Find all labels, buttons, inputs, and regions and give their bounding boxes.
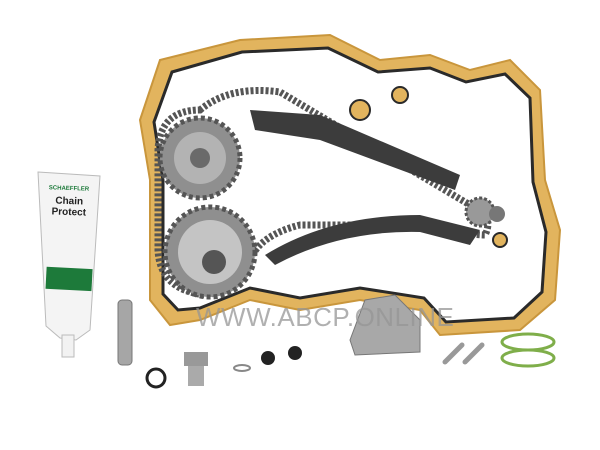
dowel-pin-2	[462, 342, 485, 365]
tube-product-label: Chain Protect	[42, 195, 97, 219]
chain-guide-lower	[265, 215, 480, 265]
watermark: WWW.ABCP.ONLINE	[196, 302, 455, 332]
screw-plug	[184, 352, 208, 386]
o-ring-small	[145, 367, 167, 389]
guide-pin	[117, 299, 133, 366]
dowel-pin-1	[442, 342, 465, 365]
camshaft-adjuster-lower	[162, 204, 258, 300]
chain-tensioner	[349, 294, 421, 356]
chain-guide-upper	[250, 110, 460, 190]
seal-ring-1	[261, 351, 275, 365]
chain-protect-tube	[37, 171, 101, 358]
o-ring-green-2	[500, 348, 556, 368]
tube-title-line2: Protect	[51, 206, 87, 219]
seal-ring-2	[288, 346, 302, 360]
crankshaft-sprocket	[464, 196, 505, 228]
washer	[233, 364, 251, 372]
camshaft-sprocket-upper	[157, 115, 243, 201]
o-ring-green-1	[500, 332, 556, 352]
